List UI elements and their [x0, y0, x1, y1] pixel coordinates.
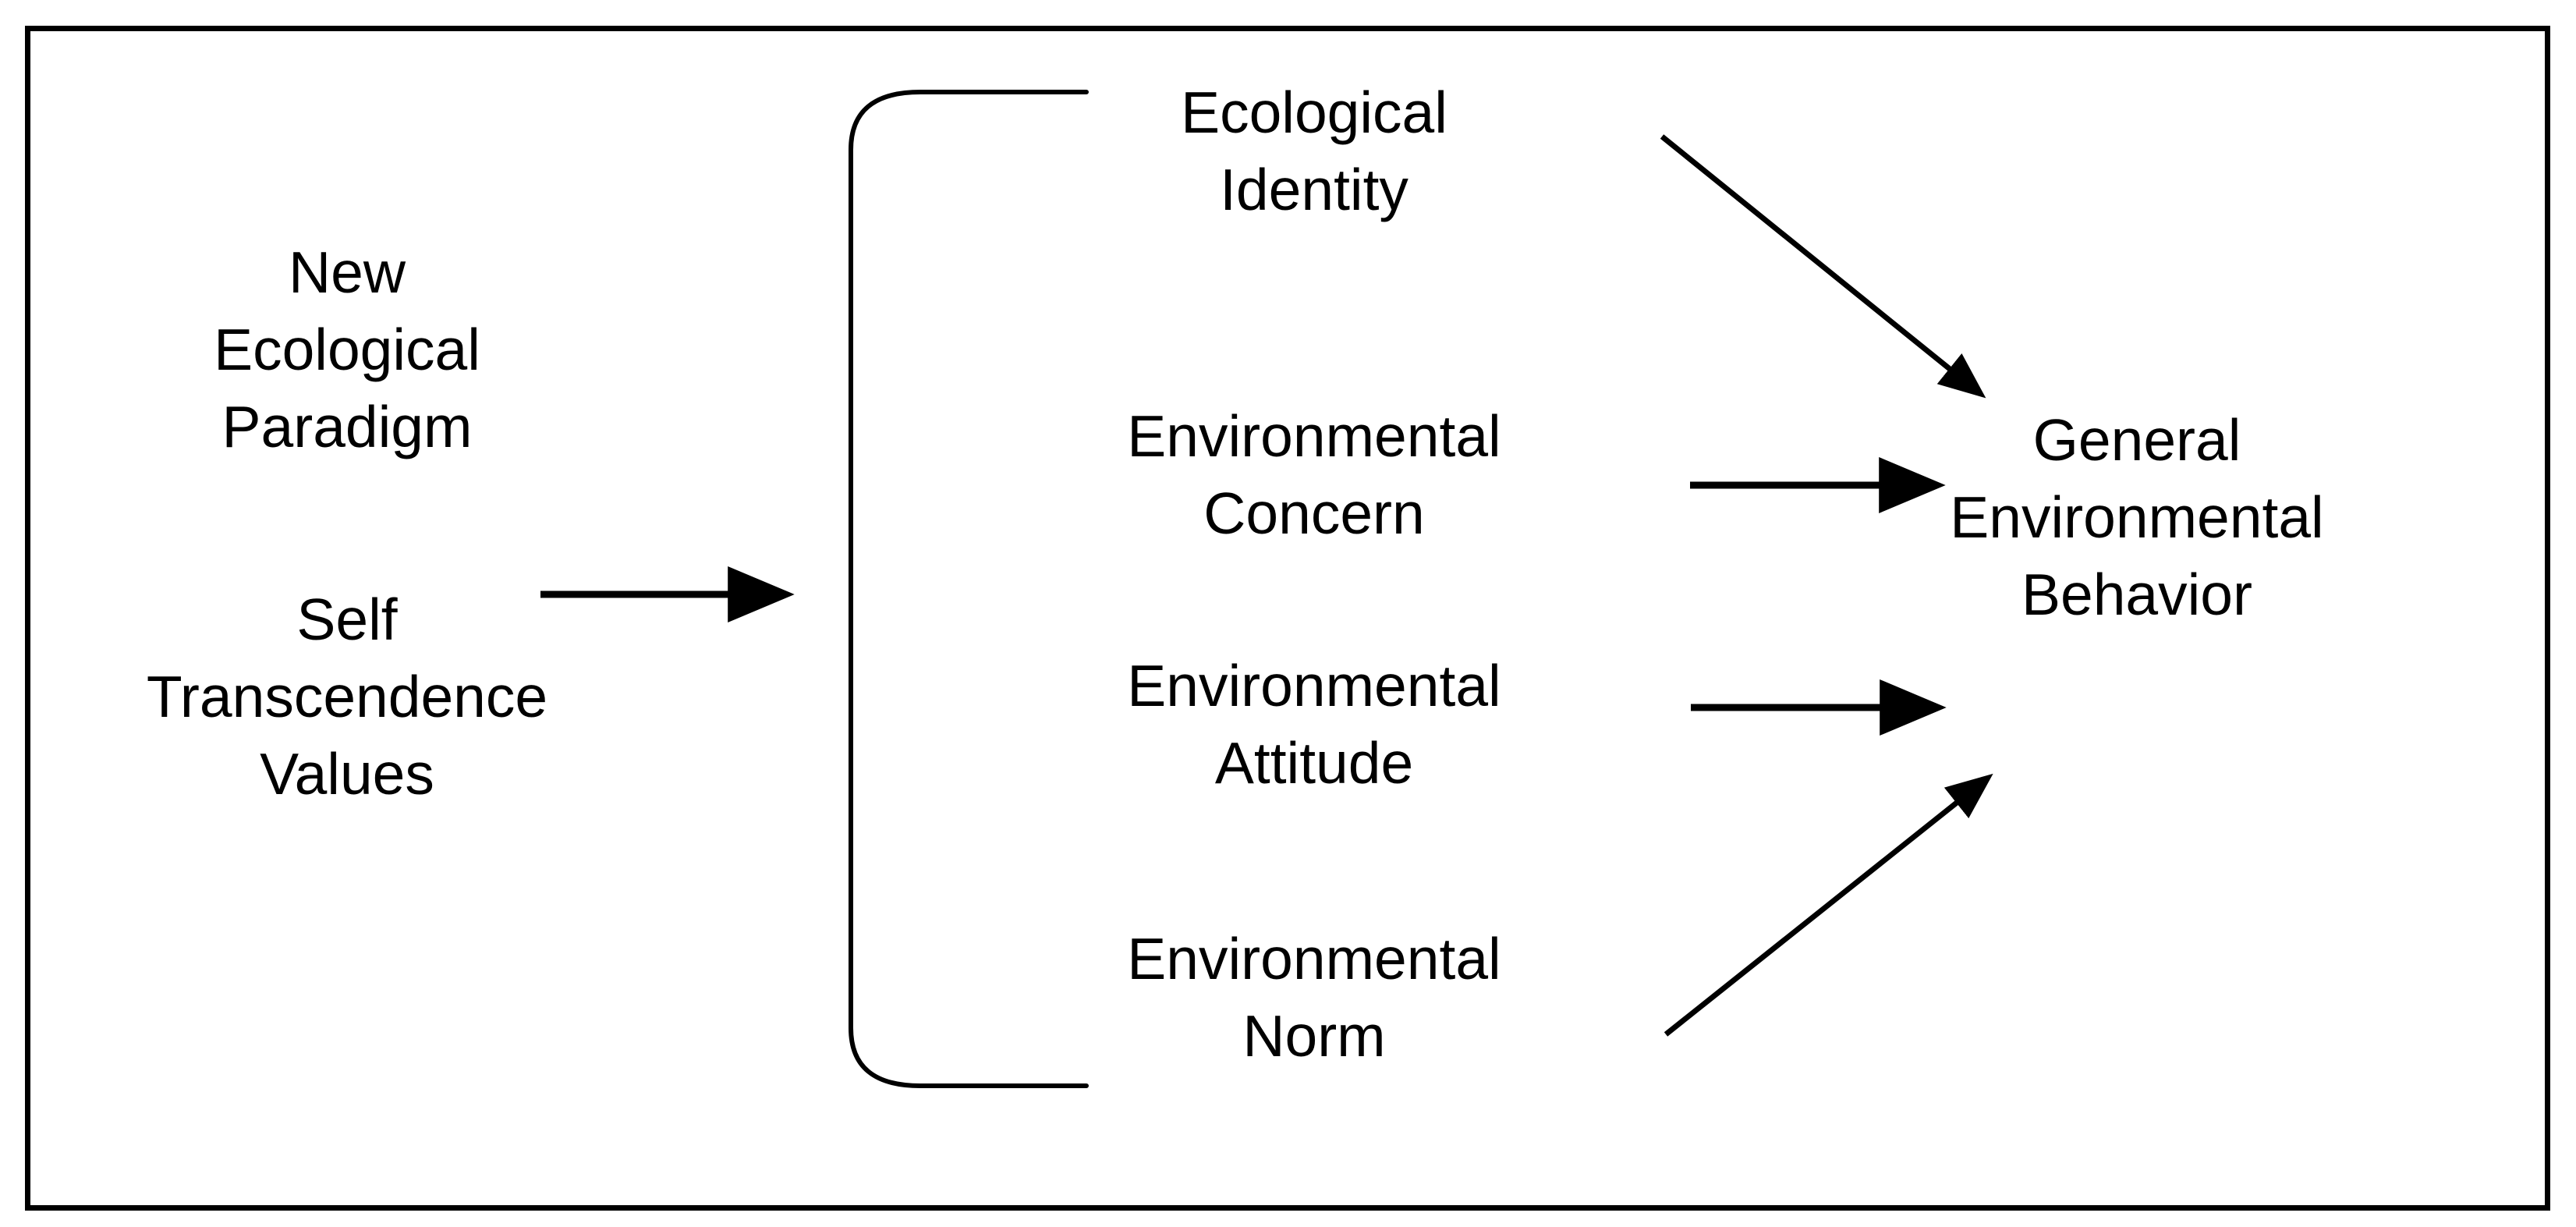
- diagram-border-frame: [25, 26, 2550, 1211]
- node-ecological-identity: Ecological Identity: [1181, 80, 1447, 222]
- node-environmental-attitude: Environmental Attitude: [1127, 653, 1501, 796]
- node-new-ecological-paradigm: New Ecological Paradigm: [214, 239, 480, 459]
- node-self-transcendence-values: Self Transcendence Values: [146, 587, 548, 807]
- node-general-environmental-behavior: General Environmental Behavior: [1950, 407, 2324, 627]
- node-environmental-norm: Environmental Norm: [1127, 926, 1501, 1069]
- node-environmental-concern: Environmental Concern: [1127, 403, 1501, 546]
